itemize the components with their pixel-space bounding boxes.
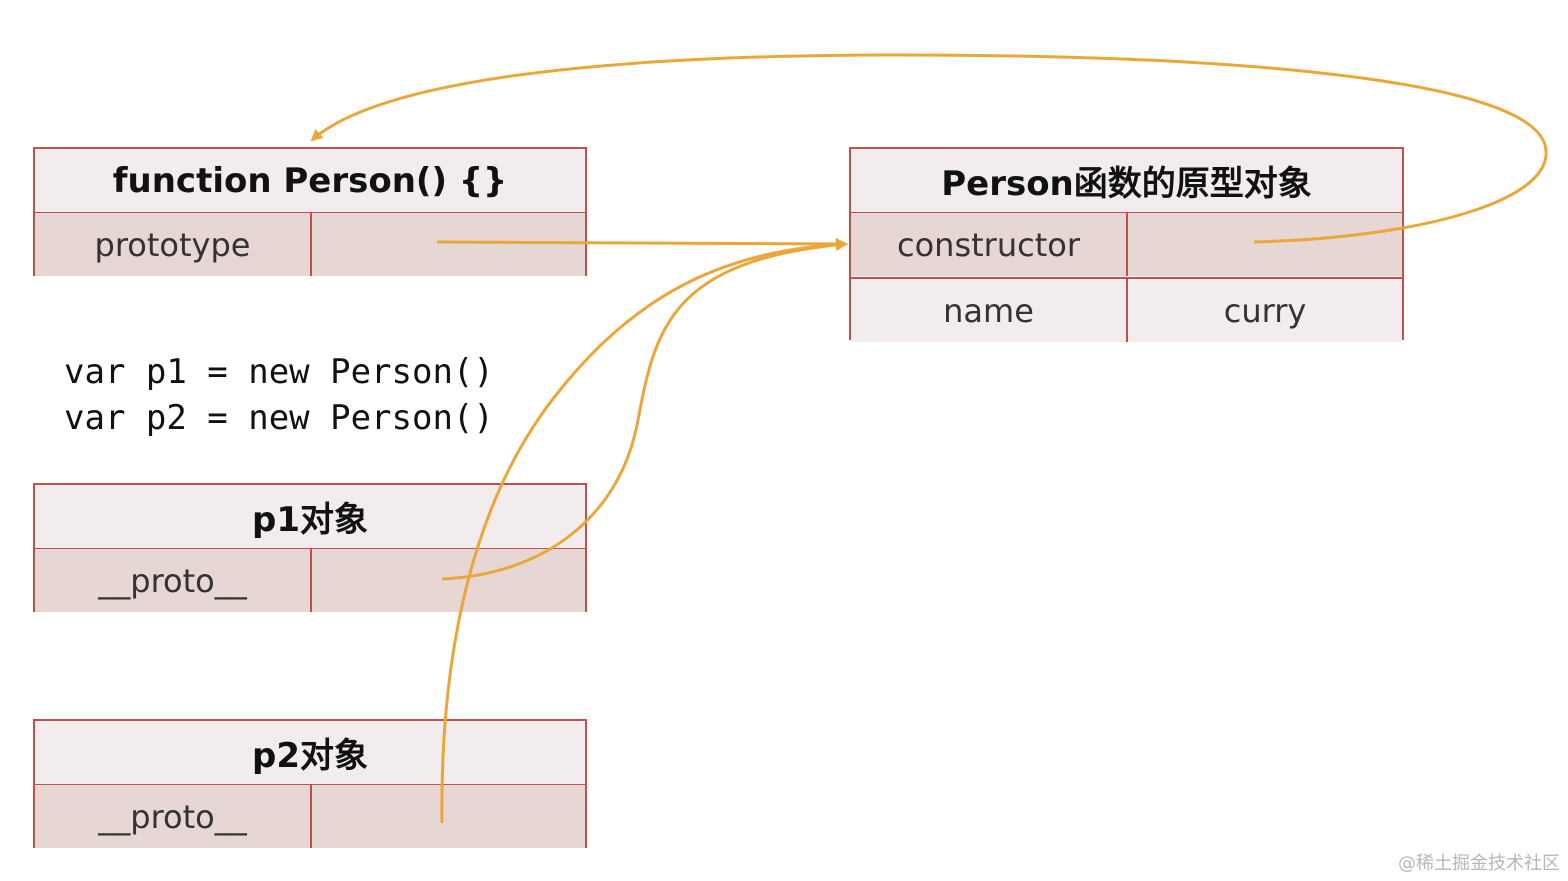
watermark: @稀土掘金技术社区 <box>1398 853 1560 874</box>
p2-object-box: p2对象 __proto__ <box>33 719 587 848</box>
name-row: name curry <box>851 277 1402 342</box>
p1-proto-row: __proto__ <box>35 549 585 612</box>
p1-proto-key: __proto__ <box>35 549 312 612</box>
p1-object-title: p1对象 <box>35 485 585 550</box>
prototype-row: prototype <box>35 213 585 276</box>
constructor-row: constructor <box>851 213 1402 276</box>
code-line-1: var p1 = new Person() <box>64 352 494 392</box>
name-key: name <box>851 279 1128 342</box>
prototype-arrow <box>436 237 848 250</box>
prototype-object-title: Person函数的原型对象 <box>851 149 1402 214</box>
person-function-box: function Person() {} prototype <box>33 147 587 276</box>
p1-object-box: p1对象 __proto__ <box>33 483 587 612</box>
p1-proto-arrow <box>441 238 848 581</box>
name-value: curry <box>1223 291 1307 330</box>
p2-proto-key: __proto__ <box>35 785 312 848</box>
p2-proto-arrow <box>440 238 848 824</box>
code-line-2: var p2 = new Person() <box>64 398 494 438</box>
constructor-arrow <box>310 53 1548 244</box>
prototype-key: prototype <box>35 213 312 276</box>
constructor-key: constructor <box>851 213 1128 276</box>
prototype-object-box: Person函数的原型对象 constructor name curry <box>849 147 1404 342</box>
p2-proto-row: __proto__ <box>35 785 585 848</box>
